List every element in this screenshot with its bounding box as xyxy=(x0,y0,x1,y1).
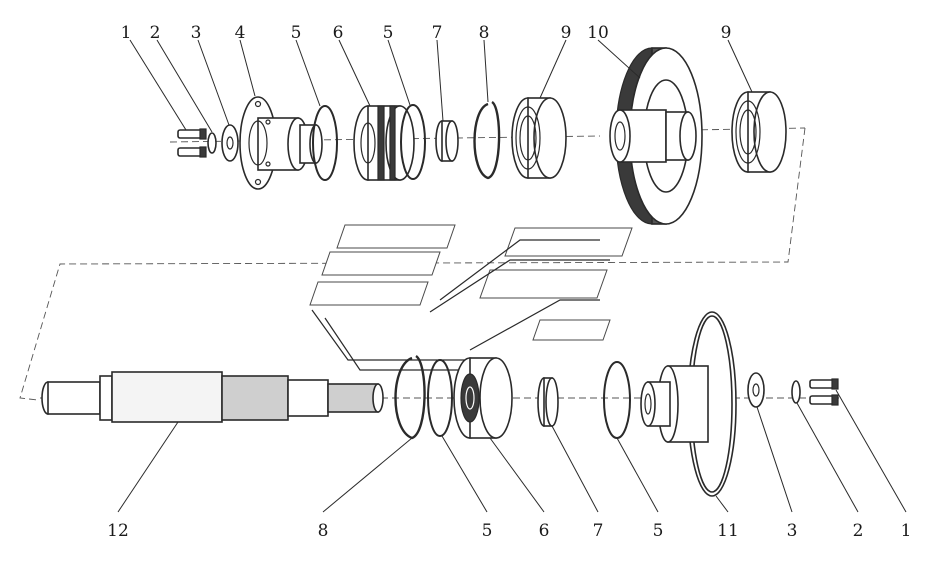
bearing-housing-bottom xyxy=(453,357,513,439)
lock-washer-top xyxy=(207,132,217,154)
bolt-bottom xyxy=(809,378,839,406)
part-label: 5 xyxy=(653,521,664,541)
part-label: 9 xyxy=(721,23,732,43)
flange-hub xyxy=(239,96,323,190)
spacer-ring-bottom xyxy=(537,377,559,427)
spur-gear xyxy=(609,47,703,225)
bolt-top xyxy=(177,128,207,158)
o-ring-bottom-right xyxy=(603,361,631,439)
bearing-top-left xyxy=(511,97,567,179)
bearing-housing-top xyxy=(353,105,415,181)
snap-ring-bottom xyxy=(394,355,426,440)
leader-lines xyxy=(117,39,907,513)
labels-bottom-row: 12 8 5 6 7 5 11 3 2 1 xyxy=(107,521,911,541)
part-label: 11 xyxy=(717,521,739,541)
o-ring-top-right xyxy=(400,104,426,180)
part-label: 1 xyxy=(121,23,132,43)
part-label: 5 xyxy=(383,23,394,43)
part-label: 9 xyxy=(561,23,572,43)
cap-plate-bottom xyxy=(747,372,765,408)
o-ring-bottom-left xyxy=(427,359,453,437)
bearing-top-right xyxy=(731,91,787,173)
part-label: 10 xyxy=(587,23,609,43)
part-label: 7 xyxy=(432,23,443,43)
part-label: 8 xyxy=(479,23,490,43)
part-label: 2 xyxy=(853,521,864,541)
spacer-ring-top xyxy=(435,120,459,162)
blank-tag-plates xyxy=(309,224,633,371)
part-label: 7 xyxy=(593,521,604,541)
part-label: 1 xyxy=(901,521,912,541)
part-label: 12 xyxy=(107,521,129,541)
part-label: 3 xyxy=(191,23,202,43)
lock-washer-bottom xyxy=(791,380,801,404)
main-shaft xyxy=(41,371,384,423)
cap-plate-top xyxy=(221,124,239,162)
part-label: 2 xyxy=(150,23,161,43)
part-label: 6 xyxy=(333,23,344,43)
part-label: 5 xyxy=(482,521,493,541)
labels-top-row: 1 2 3 4 5 6 5 7 8 9 10 9 xyxy=(121,23,732,43)
part-label: 4 xyxy=(235,23,246,43)
part-label: 3 xyxy=(787,521,798,541)
disc-hub xyxy=(640,311,737,497)
o-ring-top-left xyxy=(312,105,338,181)
part-label: 8 xyxy=(318,521,329,541)
snap-ring-top xyxy=(473,100,501,180)
part-label: 5 xyxy=(291,23,302,43)
part-label: 6 xyxy=(539,521,550,541)
